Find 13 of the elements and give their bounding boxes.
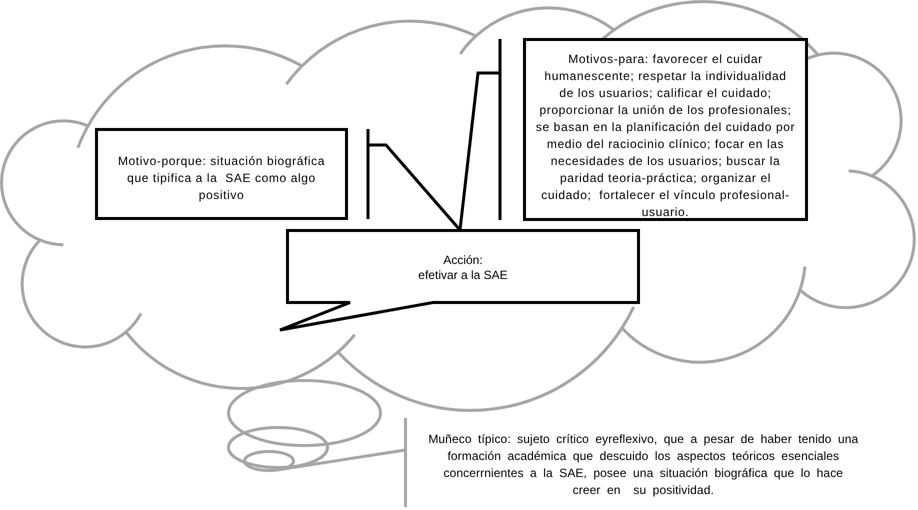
bracket-connector: [366, 128, 462, 232]
bubble-text: efetivar a la SAE: [417, 268, 509, 283]
bracket-connector: [458, 38, 502, 232]
thought-bubble: [243, 450, 295, 472]
text-box: Motivos-para: favorecer el cuidar humanescente; respetar la individualidad de los usuarios; calificar el cuidado; proporcionar la unión de los profesionales; se basan en la planificación del cuidado por medio del raciocinio clínico; focar en las necesidades de los usuarios; buscar la paridad teoria-práctica; organizar el cuidado; fortalecer el vínculo profesional-usuario.: [523, 38, 808, 221]
thought-bubble: [227, 379, 382, 447]
text-box: Motivo-porque: situación biográfica que tipifica a la SAE como algo positivo: [95, 128, 348, 220]
bracket-callout: Muñeco típico: sujeto crítico eyreflexivo, que a pesar de haber tenido una formación académica que descuido los aspectos teóricos esenciales concerrnientes a la SAE, posee una situación biográfica que lo hace creer en su positividad.: [404, 418, 859, 507]
speech-bubble: [279, 229, 640, 333]
leader-line: [277, 448, 406, 472]
thought-cloud: [0, 0, 918, 415]
bubble-heading: Acción:: [442, 253, 484, 268]
thought-bubble: [227, 426, 329, 469]
